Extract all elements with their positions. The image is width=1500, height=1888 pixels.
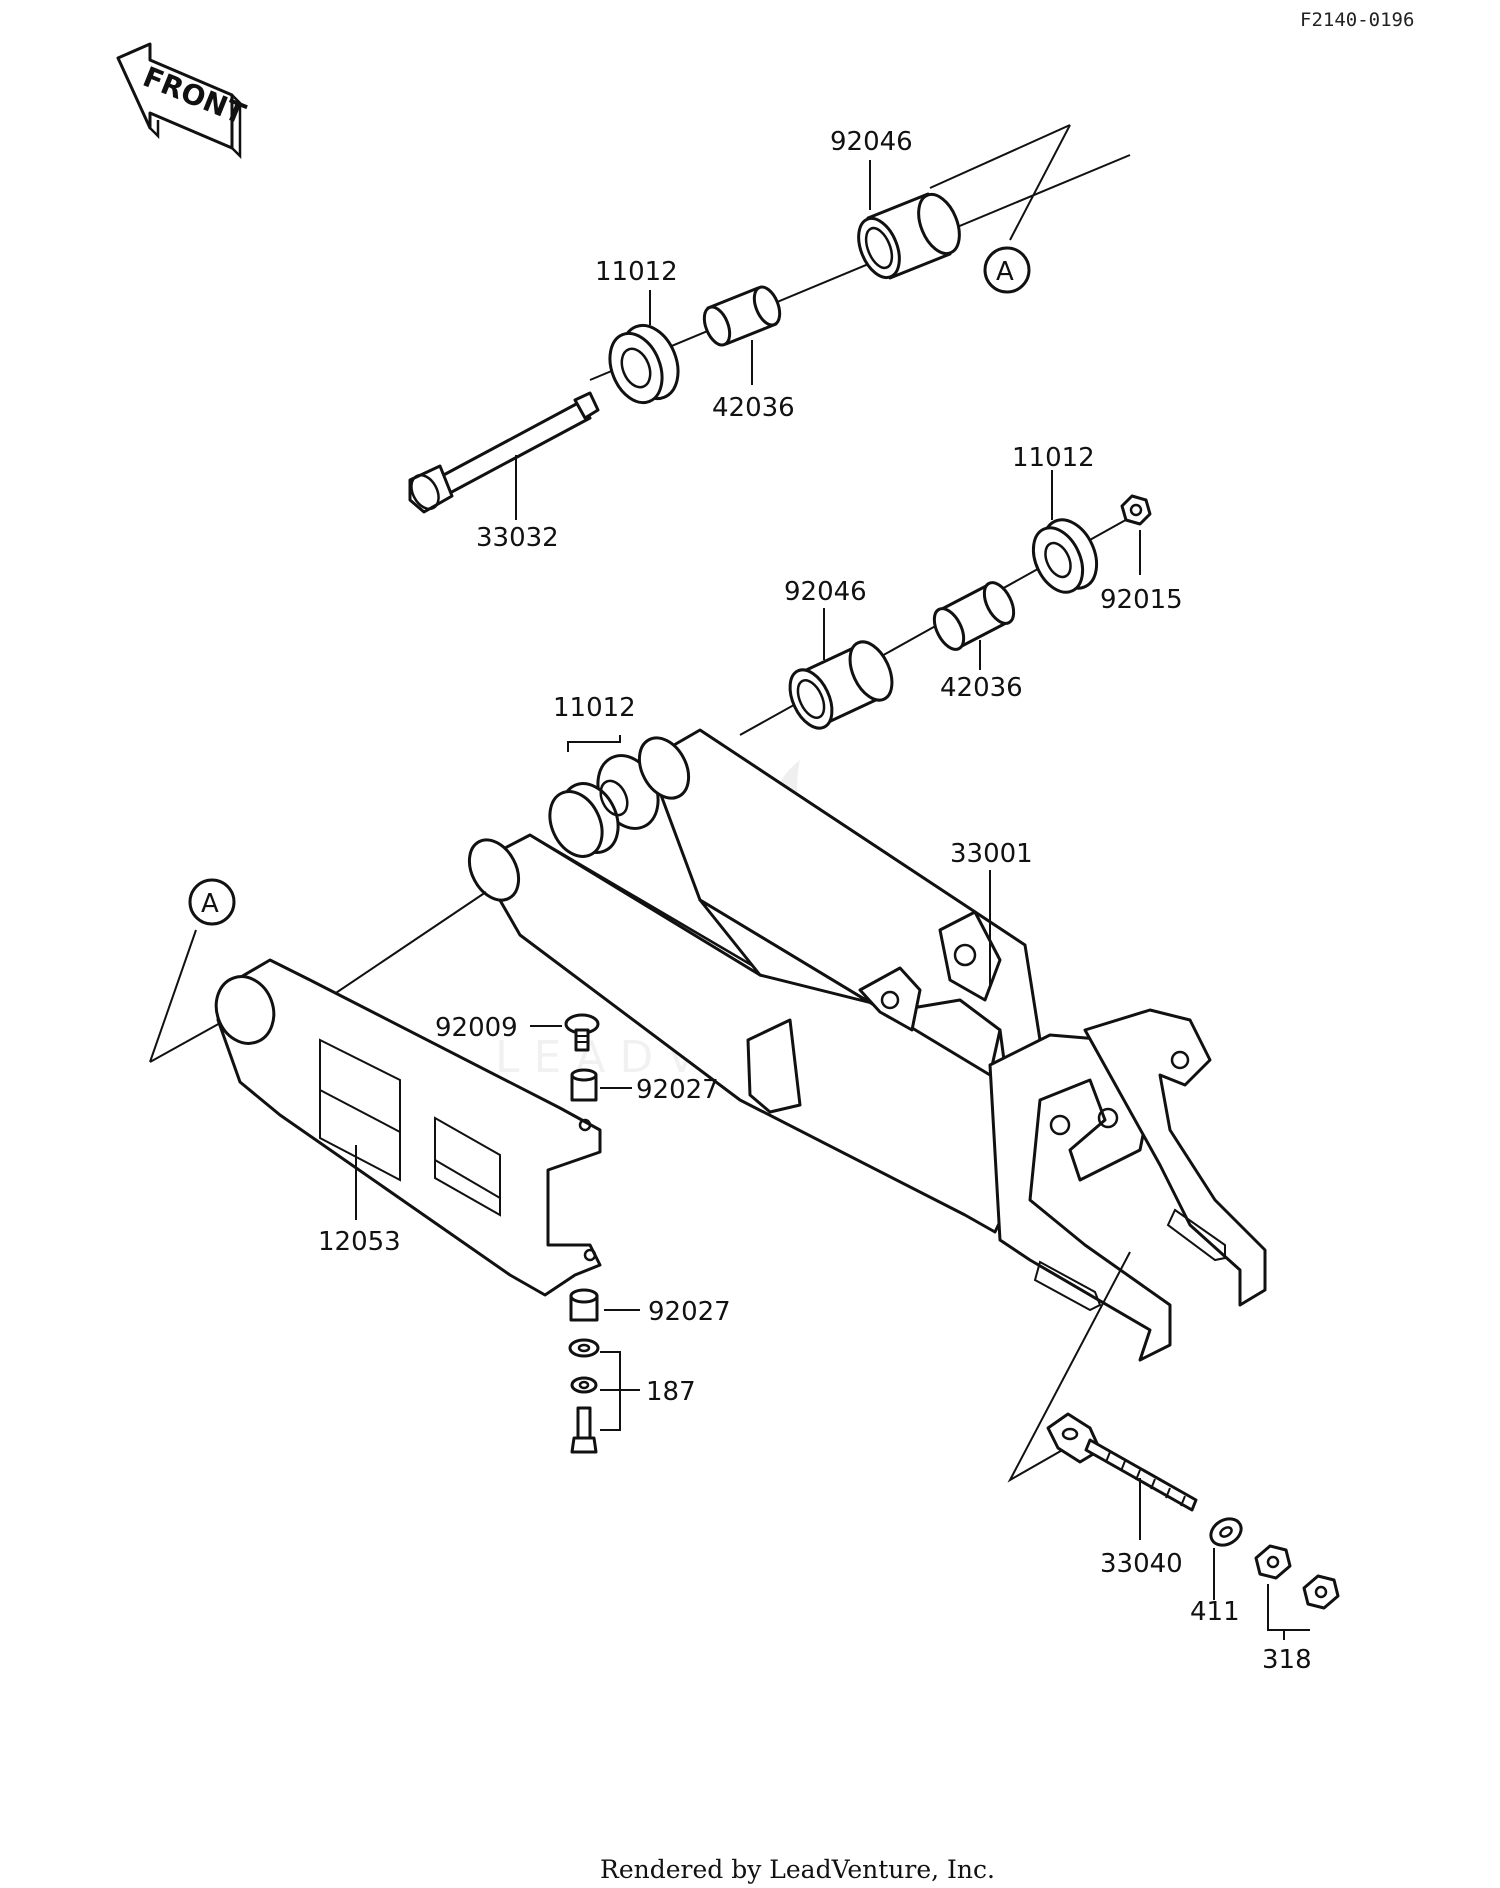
svg-text:A: A [201, 889, 219, 919]
leader-a-left-2 [149, 1021, 223, 1063]
chain-guard-icon [214, 958, 602, 1297]
label-nut-pivot: 92015 [1100, 585, 1183, 615]
front-arrow-icon: FRONT [116, 42, 250, 160]
washer-icon [1209, 1517, 1243, 1547]
collar-upper-icon [857, 192, 961, 280]
diagram-code: F2140-0196 [1300, 9, 1414, 31]
label-screw-guard: 92009 [435, 1013, 518, 1043]
label-swingarm: 33001 [950, 839, 1033, 869]
label-chain-guard: 12053 [318, 1227, 401, 1257]
nut-pivot-icon [1120, 494, 1152, 526]
marker-a-left: A [188, 878, 236, 926]
collar-lower-icon [788, 640, 894, 730]
label-sleeve-upper: 42036 [712, 393, 795, 423]
swingarm-icon [467, 728, 1267, 1362]
sleeve-upper-icon [702, 285, 782, 347]
nut-set-icon [1254, 1544, 1340, 1610]
label-nut-set: 318 [1262, 1645, 1312, 1675]
label-washer: 411 [1190, 1597, 1240, 1627]
label-collar-guard-lower: 92027 [648, 1297, 731, 1327]
seal-right-icon [1031, 518, 1099, 594]
label-collar-upper: 92046 [830, 127, 913, 157]
collar-guard-lower-icon [569, 1288, 599, 1322]
screw-guard-icon [564, 1013, 600, 1052]
footer-credit: Rendered by LeadVenture, Inc. [600, 1855, 995, 1884]
seal-upper-left-icon [608, 323, 680, 405]
leader-a-right-2 [929, 124, 1071, 189]
chain-adjuster-icon [1046, 1412, 1198, 1512]
svg-text:A: A [996, 257, 1014, 287]
pivot-shaft-icon [408, 391, 600, 514]
label-seal-upper-left: 11012 [595, 257, 678, 287]
axis-line-upper [589, 154, 1131, 381]
label-seal-lower: 11012 [553, 693, 636, 723]
label-chain-adjuster: 33040 [1100, 1549, 1183, 1579]
leader-a-left-1 [149, 929, 197, 1063]
leader-a-left-pivot [317, 891, 487, 1006]
label-sleeve-lower: 42036 [940, 673, 1023, 703]
sleeve-lower-icon [932, 581, 1016, 651]
leader-a-right-1 [1009, 124, 1071, 241]
marker-a-right: A [983, 246, 1031, 294]
collar-guard-upper-icon [570, 1068, 598, 1102]
label-bolt-set-guard: 187 [646, 1377, 696, 1407]
label-collar-lower: 92046 [784, 577, 867, 607]
label-pivot-shaft: 33032 [476, 523, 559, 553]
label-seal-right: 11012 [1012, 443, 1095, 473]
leader-adjuster [1007, 1251, 1131, 1483]
bolt-set-guard-icon [568, 1338, 600, 1454]
label-collar-guard-upper: 92027 [636, 1075, 719, 1105]
